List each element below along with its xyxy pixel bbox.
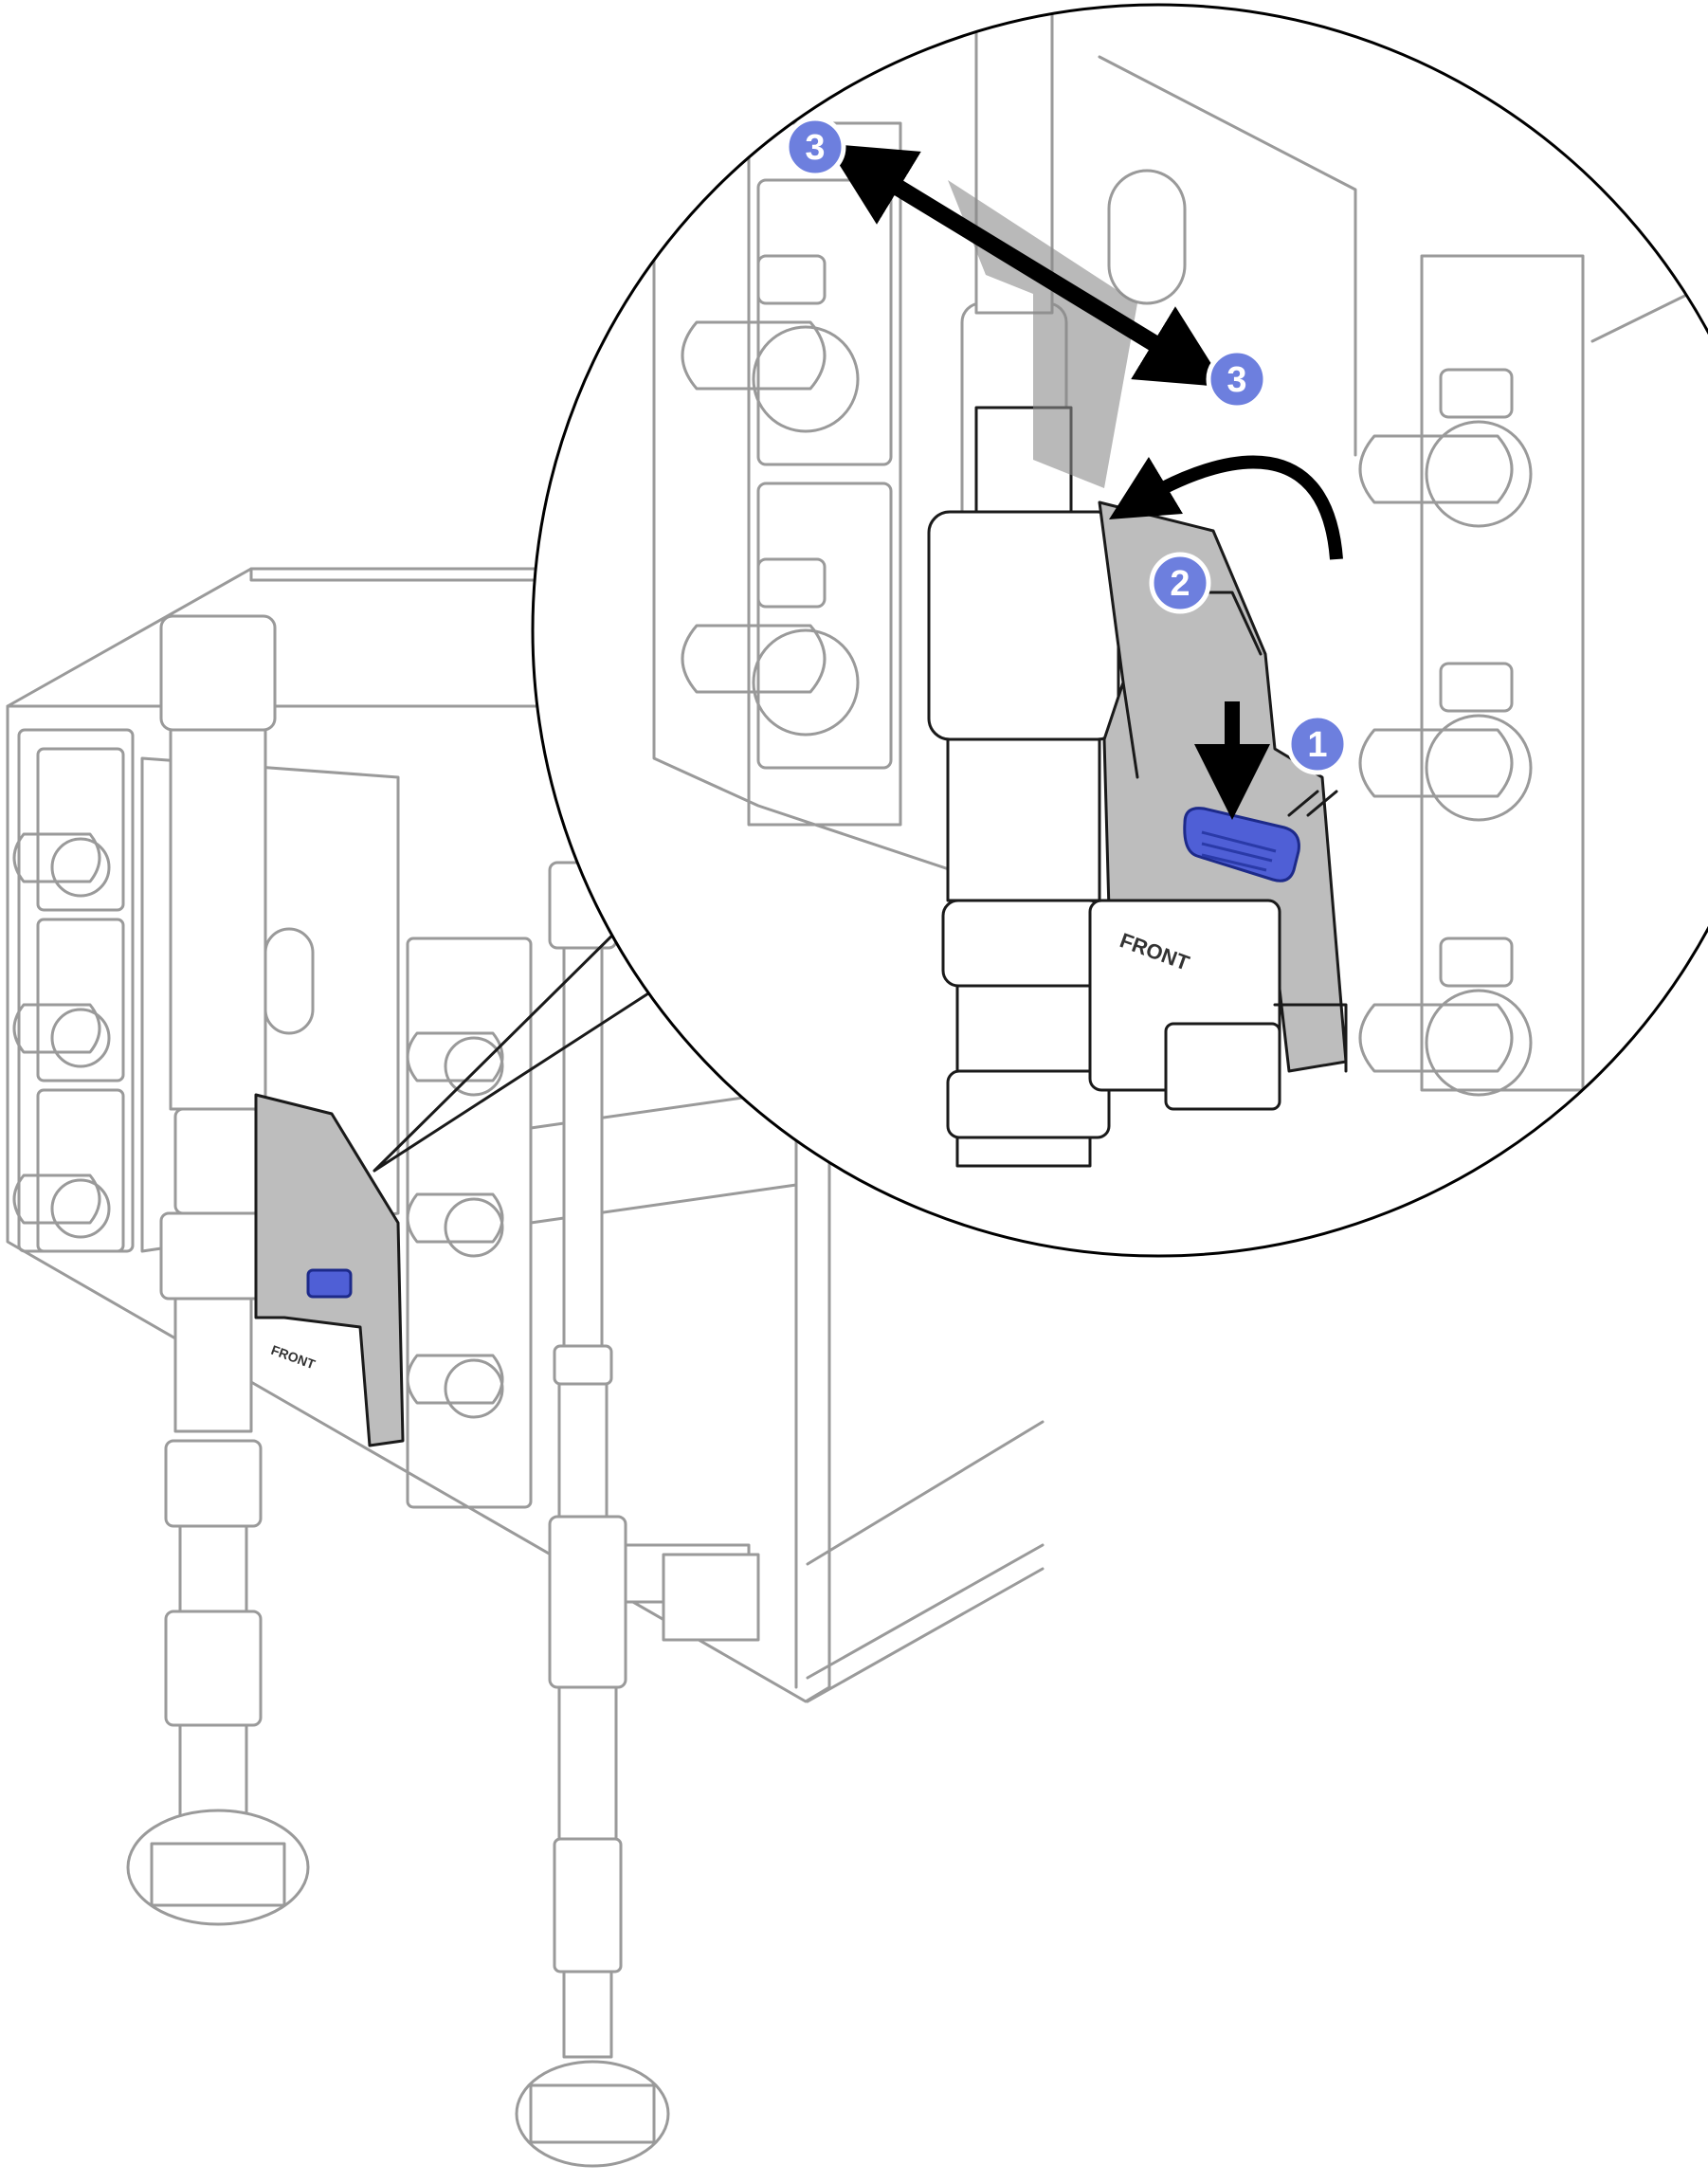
zoom-detail: FRONT — [531, 3, 1708, 1258]
callout-2-label: 2 — [1170, 564, 1190, 604]
rotate-arrow — [1108, 455, 1343, 560]
callout-1: 1 — [1286, 713, 1349, 775]
callout-1-label: 1 — [1307, 725, 1327, 765]
callout-3-top: 3 — [784, 116, 846, 178]
callout-3-right: 3 — [1206, 348, 1268, 410]
front-label-overview: FRONT — [269, 1342, 318, 1373]
manifold-pipe-left — [126, 614, 310, 1926]
psu-column-left — [12, 728, 135, 1253]
zoom-psu-column-left — [681, 121, 902, 827]
zoom-circle-outline — [531, 3, 1708, 1258]
callout-3-right-label: 3 — [1226, 360, 1246, 400]
manifold-pipe-right — [515, 861, 760, 2168]
drip-sensor-bracket-overview: FRONT — [254, 1093, 405, 1447]
slide-arrow — [826, 143, 1226, 388]
zoom-manifold-pipe — [927, 406, 1120, 1168]
callout-3-top-label: 3 — [805, 128, 825, 168]
callout-2: 2 — [1149, 552, 1211, 614]
zoom-leader-line — [372, 913, 680, 1173]
motion-arrows — [826, 143, 1343, 820]
rack-overview: FRONT — [6, 567, 1045, 2168]
